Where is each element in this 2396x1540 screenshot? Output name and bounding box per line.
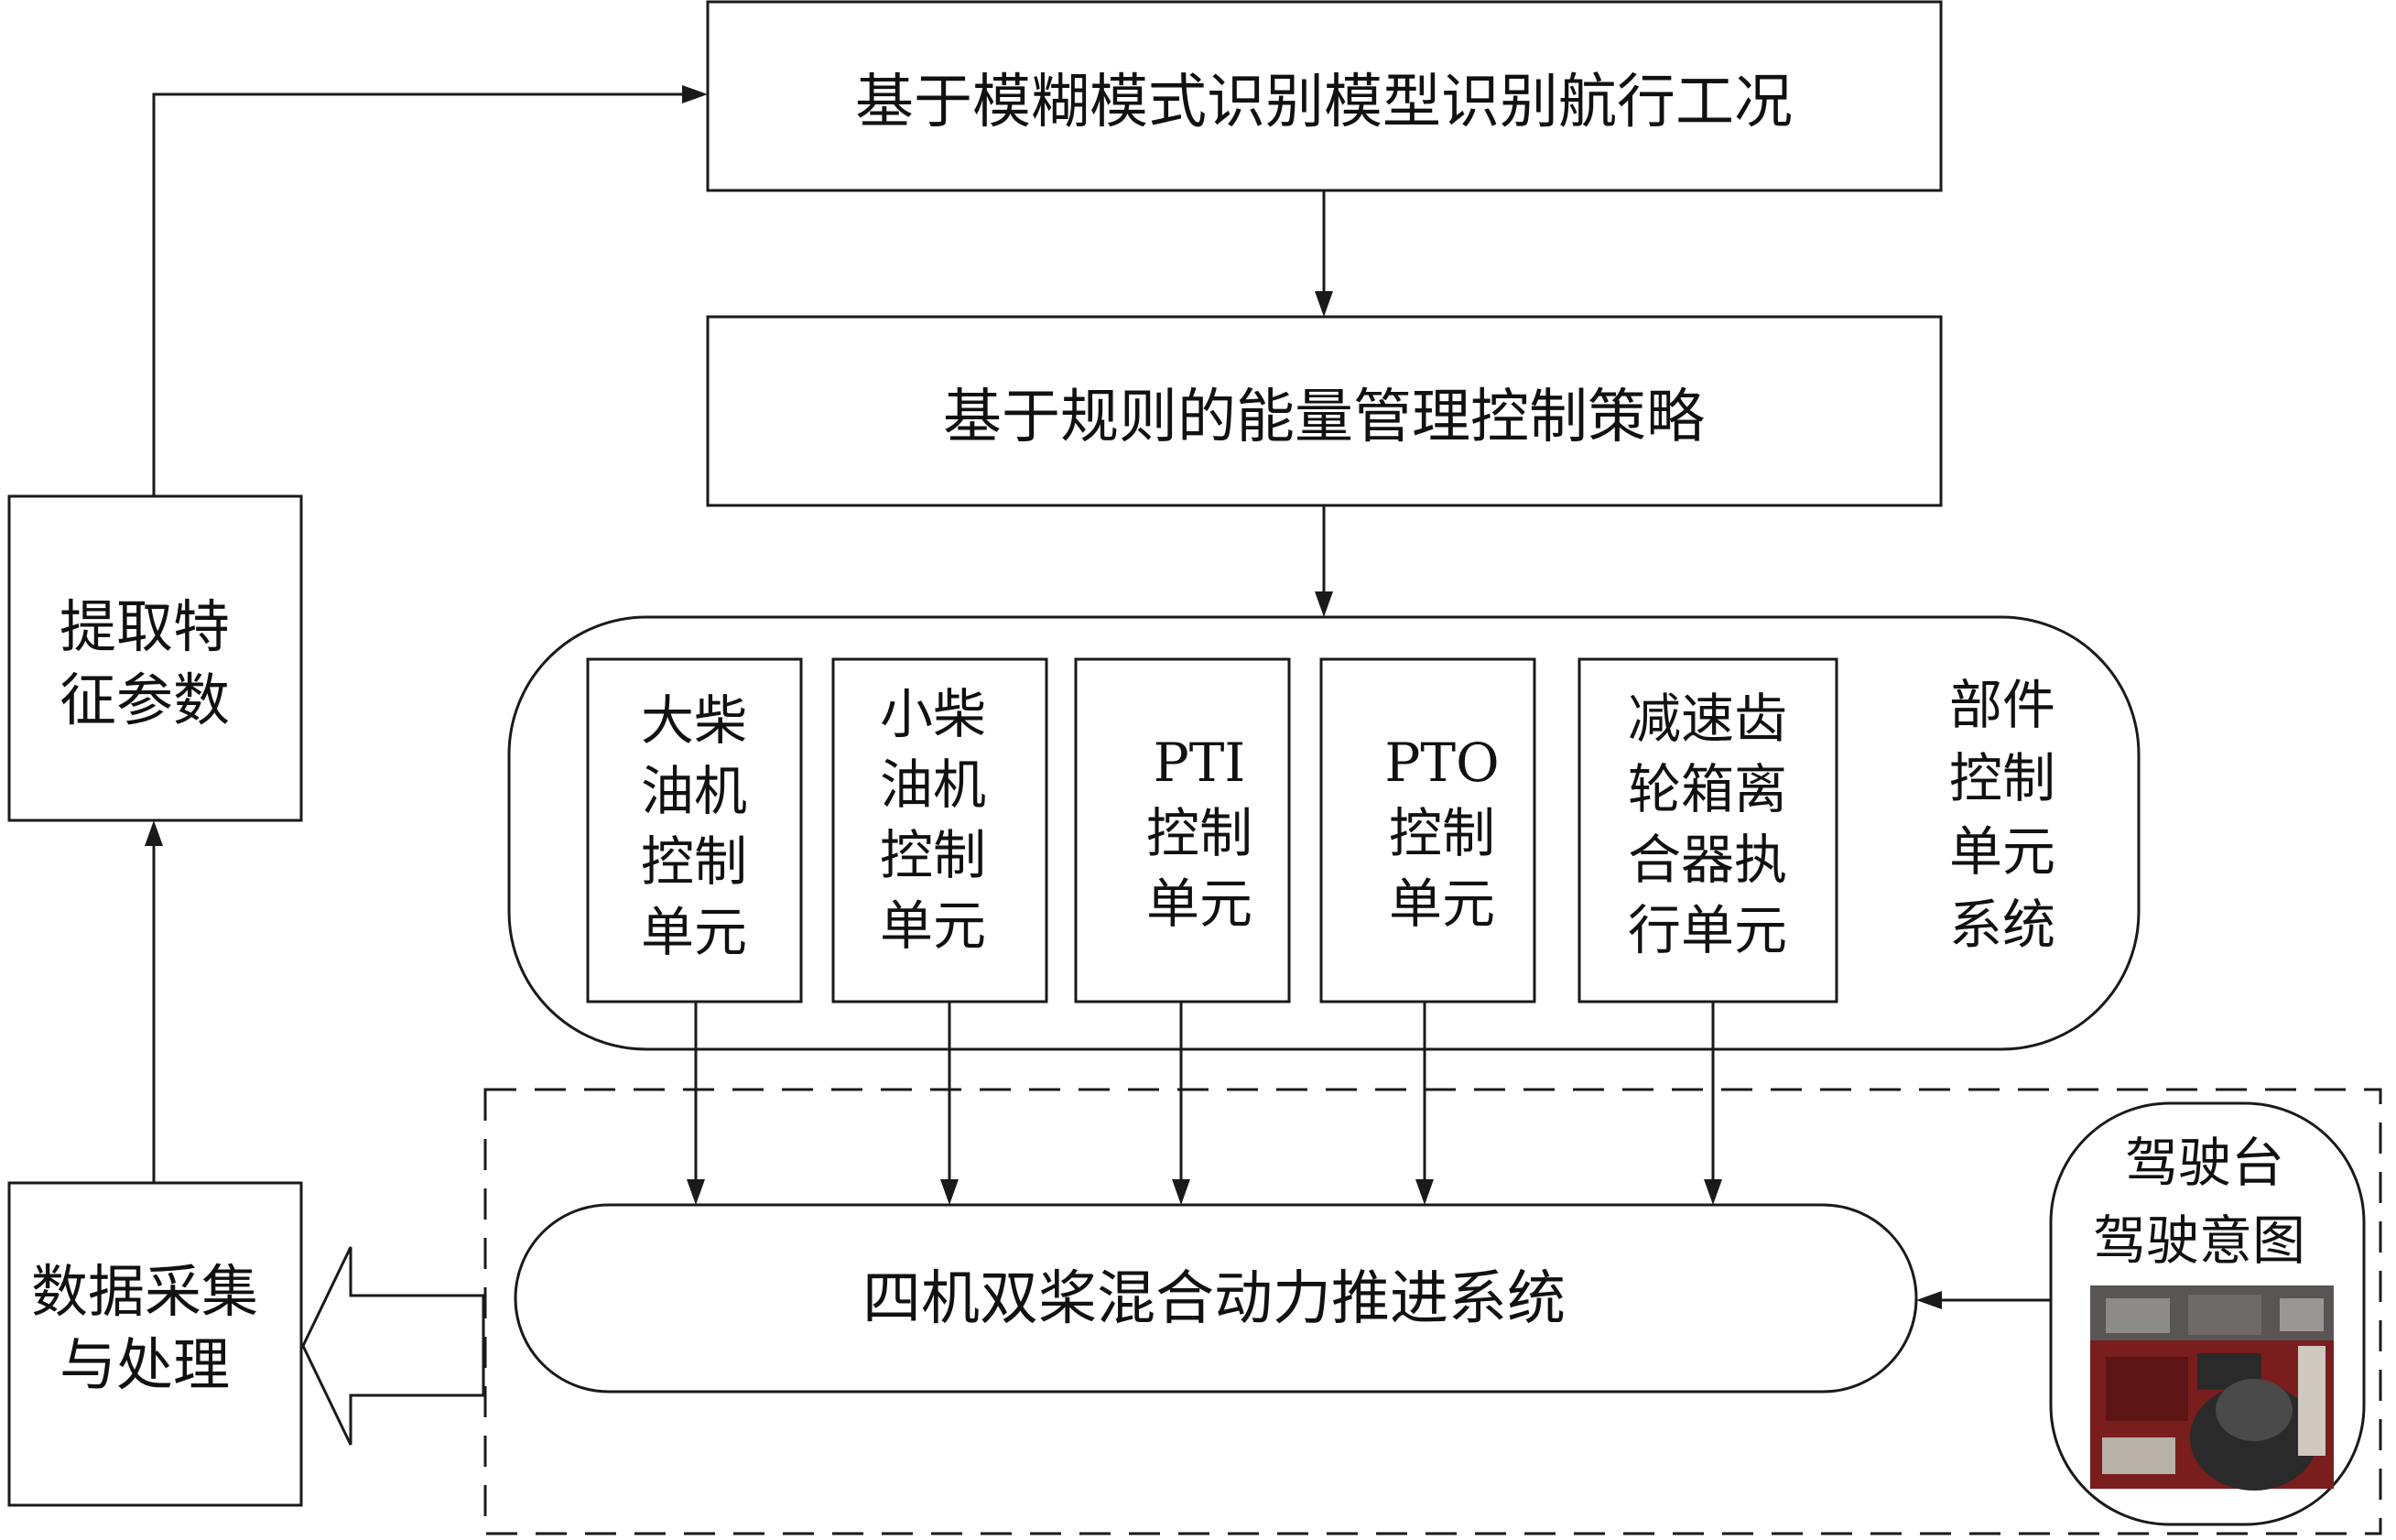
arrowhead bbox=[940, 1179, 959, 1205]
propulsion-system-label: 四机双桨混合动力推进系统 bbox=[862, 1265, 1566, 1333]
component-system-label-2: 控制 bbox=[1949, 747, 2055, 809]
bridge-label-2: 驾驶意图 bbox=[2093, 1209, 2305, 1272]
recognition-label: 基于模糊模式识别模型识别航行工况 bbox=[855, 69, 1793, 136]
data-acquisition-label-1: 数据采集 bbox=[31, 1258, 258, 1325]
unit-gearbox-line-2: 轮箱离 bbox=[1628, 758, 1787, 820]
unit-small-diesel-line-3: 控制 bbox=[880, 824, 986, 886]
unit-pti-line-1: PTI bbox=[1154, 732, 1246, 794]
arrowhead bbox=[1315, 591, 1333, 617]
unit-gearbox-box bbox=[1577, 657, 1838, 1003]
strategy-box bbox=[706, 315, 1943, 507]
arrowhead bbox=[1916, 1291, 1942, 1309]
unit-pto-line-2: 控制 bbox=[1389, 802, 1495, 864]
arrowhead bbox=[1704, 1179, 1722, 1205]
unit-small-diesel-line-4: 单元 bbox=[880, 895, 986, 957]
unit-small-diesel-line-1: 小柴 bbox=[880, 683, 986, 745]
extract-features-label-2: 征参数 bbox=[60, 667, 230, 733]
arrowhead bbox=[1315, 291, 1333, 317]
unit-pti-line-3: 单元 bbox=[1146, 873, 1252, 935]
unit-gearbox-line-3: 合器执 bbox=[1628, 829, 1787, 891]
data-acquisition-box bbox=[7, 1181, 303, 1507]
strategy-label: 基于规则的能量管理控制策略 bbox=[943, 384, 1705, 451]
unit-big-diesel-line-3: 控制 bbox=[641, 830, 747, 893]
arrowhead bbox=[145, 820, 163, 846]
unit-small-diesel-box bbox=[831, 657, 1048, 1003]
arrowhead bbox=[1415, 1179, 1434, 1205]
bridge-console-photo bbox=[2090, 1285, 2334, 1491]
unit-big-diesel-line-1: 大柴 bbox=[641, 689, 747, 752]
unit-big-diesel-box bbox=[586, 657, 803, 1003]
component-system-label-1: 部件 bbox=[1949, 674, 2055, 736]
unit-pti-box bbox=[1074, 657, 1291, 1003]
bridge-label-1: 驾驶台 bbox=[2125, 1132, 2284, 1194]
unit-pto-line-3: 单元 bbox=[1389, 873, 1495, 935]
unit-gearbox-line-1: 减速齿 bbox=[1628, 688, 1787, 750]
data-acquisition-label-2: 与处理 bbox=[60, 1331, 230, 1398]
arrow-extract-to-recognition bbox=[152, 92, 686, 496]
unit-big-diesel-line-4: 单元 bbox=[641, 901, 747, 963]
arrowhead bbox=[687, 1179, 705, 1205]
unit-pti-line-2: 控制 bbox=[1146, 802, 1252, 864]
component-system-label-4: 系统 bbox=[1949, 894, 2055, 956]
unit-gearbox-line-4: 行单元 bbox=[1628, 899, 1787, 961]
hollow-arrow-propulsion-to-acquisition bbox=[301, 1246, 485, 1446]
arrowhead bbox=[682, 85, 708, 103]
unit-pto-line-1: PTO bbox=[1384, 732, 1499, 794]
unit-big-diesel-line-2: 油机 bbox=[641, 760, 747, 822]
component-system-label-3: 单元 bbox=[1949, 820, 2055, 883]
extract-features-label-1: 提取特 bbox=[60, 593, 230, 660]
arrowhead bbox=[1172, 1179, 1190, 1205]
dashed-boundary bbox=[483, 1088, 2382, 1535]
propulsion-system-box bbox=[514, 1203, 1918, 1394]
unit-pto-box bbox=[1319, 657, 1536, 1003]
unit-small-diesel-line-2: 油机 bbox=[880, 754, 986, 816]
